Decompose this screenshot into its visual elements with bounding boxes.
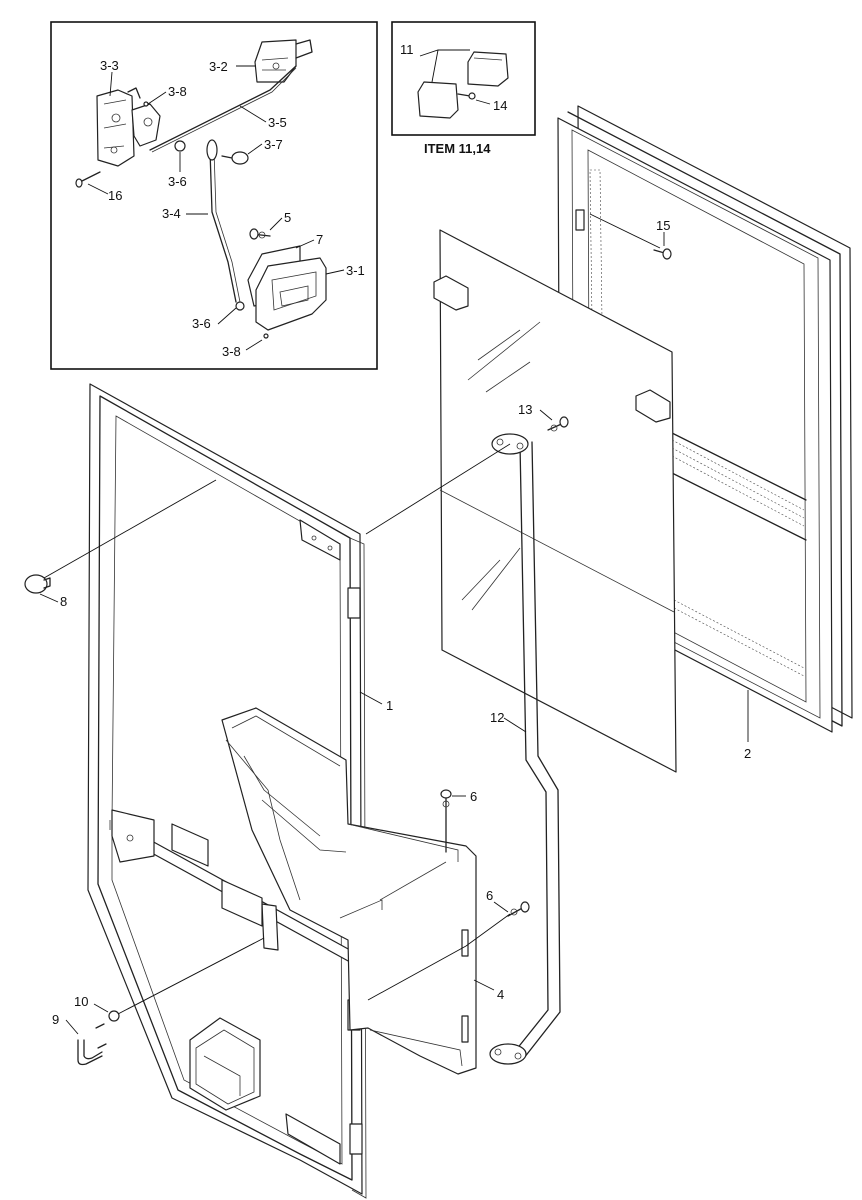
label-3-3: 3-3 <box>100 58 119 73</box>
label-3-6-top: 3-6 <box>168 174 187 189</box>
part-15-screw: 15 <box>589 213 672 260</box>
part-3-3-latch <box>96 87 161 167</box>
part-16-bolt <box>75 171 101 188</box>
part-5-screw <box>249 228 271 240</box>
assembly-leader-lines <box>43 443 749 1015</box>
part-3-5-rod <box>149 65 297 151</box>
label-15: 15 <box>656 218 670 233</box>
label-8: 8 <box>60 594 67 609</box>
label-12: 12 <box>490 710 504 725</box>
label-3-1: 3-1 <box>346 263 365 278</box>
part-3-6-nut-top <box>174 140 186 152</box>
items-11-14-inset: 11 14 ITEM 11,14 <box>391 21 536 156</box>
label-3-8-top: 3-8 <box>168 84 187 99</box>
part-3-8-pin-bottom <box>263 333 269 339</box>
label-3-4: 3-4 <box>162 206 181 221</box>
label-10: 10 <box>74 994 88 1009</box>
part-11-block-a <box>467 51 509 87</box>
label-11: 11 <box>400 42 414 57</box>
label-1: 1 <box>386 698 393 713</box>
glass-pane <box>433 229 677 773</box>
label-16: 16 <box>108 188 122 203</box>
part-3-4-rod <box>209 149 237 303</box>
part-13-screw: 13 <box>518 402 569 432</box>
label-3-7: 3-7 <box>264 137 283 152</box>
label-3-6-bottom: 3-6 <box>192 316 211 331</box>
label-3-8-bottom: 3-8 <box>222 344 241 359</box>
label-6-upper: 6 <box>470 789 477 804</box>
part-3-6-nut-bottom <box>235 301 245 311</box>
part-6-screw-lower: 6 <box>486 888 530 917</box>
part-4-duct: 4 <box>221 707 504 1075</box>
part-6-screw-upper: 6 <box>440 789 477 853</box>
part-10-nut: 10 <box>74 994 120 1022</box>
part-8-plug: 8 <box>24 574 67 609</box>
label-3-5: 3-5 <box>268 115 287 130</box>
inset-caption: ITEM 11,14 <box>424 141 491 156</box>
part-3-7-pin <box>221 151 249 165</box>
latch-detail-inset: 3-3 3-2 3-8 3-5 3-7 3-6 16 3-4 5 7 3-1 3… <box>50 21 378 370</box>
label-13: 13 <box>518 402 532 417</box>
part-14-screw <box>457 93 471 97</box>
part-12-grab-rod: 12 <box>489 433 561 1065</box>
label-6-lower: 6 <box>486 888 493 903</box>
label-14: 14 <box>493 98 507 113</box>
label-4: 4 <box>497 987 504 1002</box>
part-3-8-pin-top <box>143 101 149 107</box>
label-5: 5 <box>284 210 291 225</box>
label-7: 7 <box>316 232 323 247</box>
part-1-door-frame <box>87 383 367 1199</box>
label-2: 2 <box>744 746 751 761</box>
part-9-u-bolt: 9 <box>52 1012 107 1066</box>
label-3-2: 3-2 <box>209 59 228 74</box>
part-11-block-b <box>417 81 459 119</box>
part-3-1-handle <box>255 257 327 331</box>
label-9: 9 <box>52 1012 59 1027</box>
